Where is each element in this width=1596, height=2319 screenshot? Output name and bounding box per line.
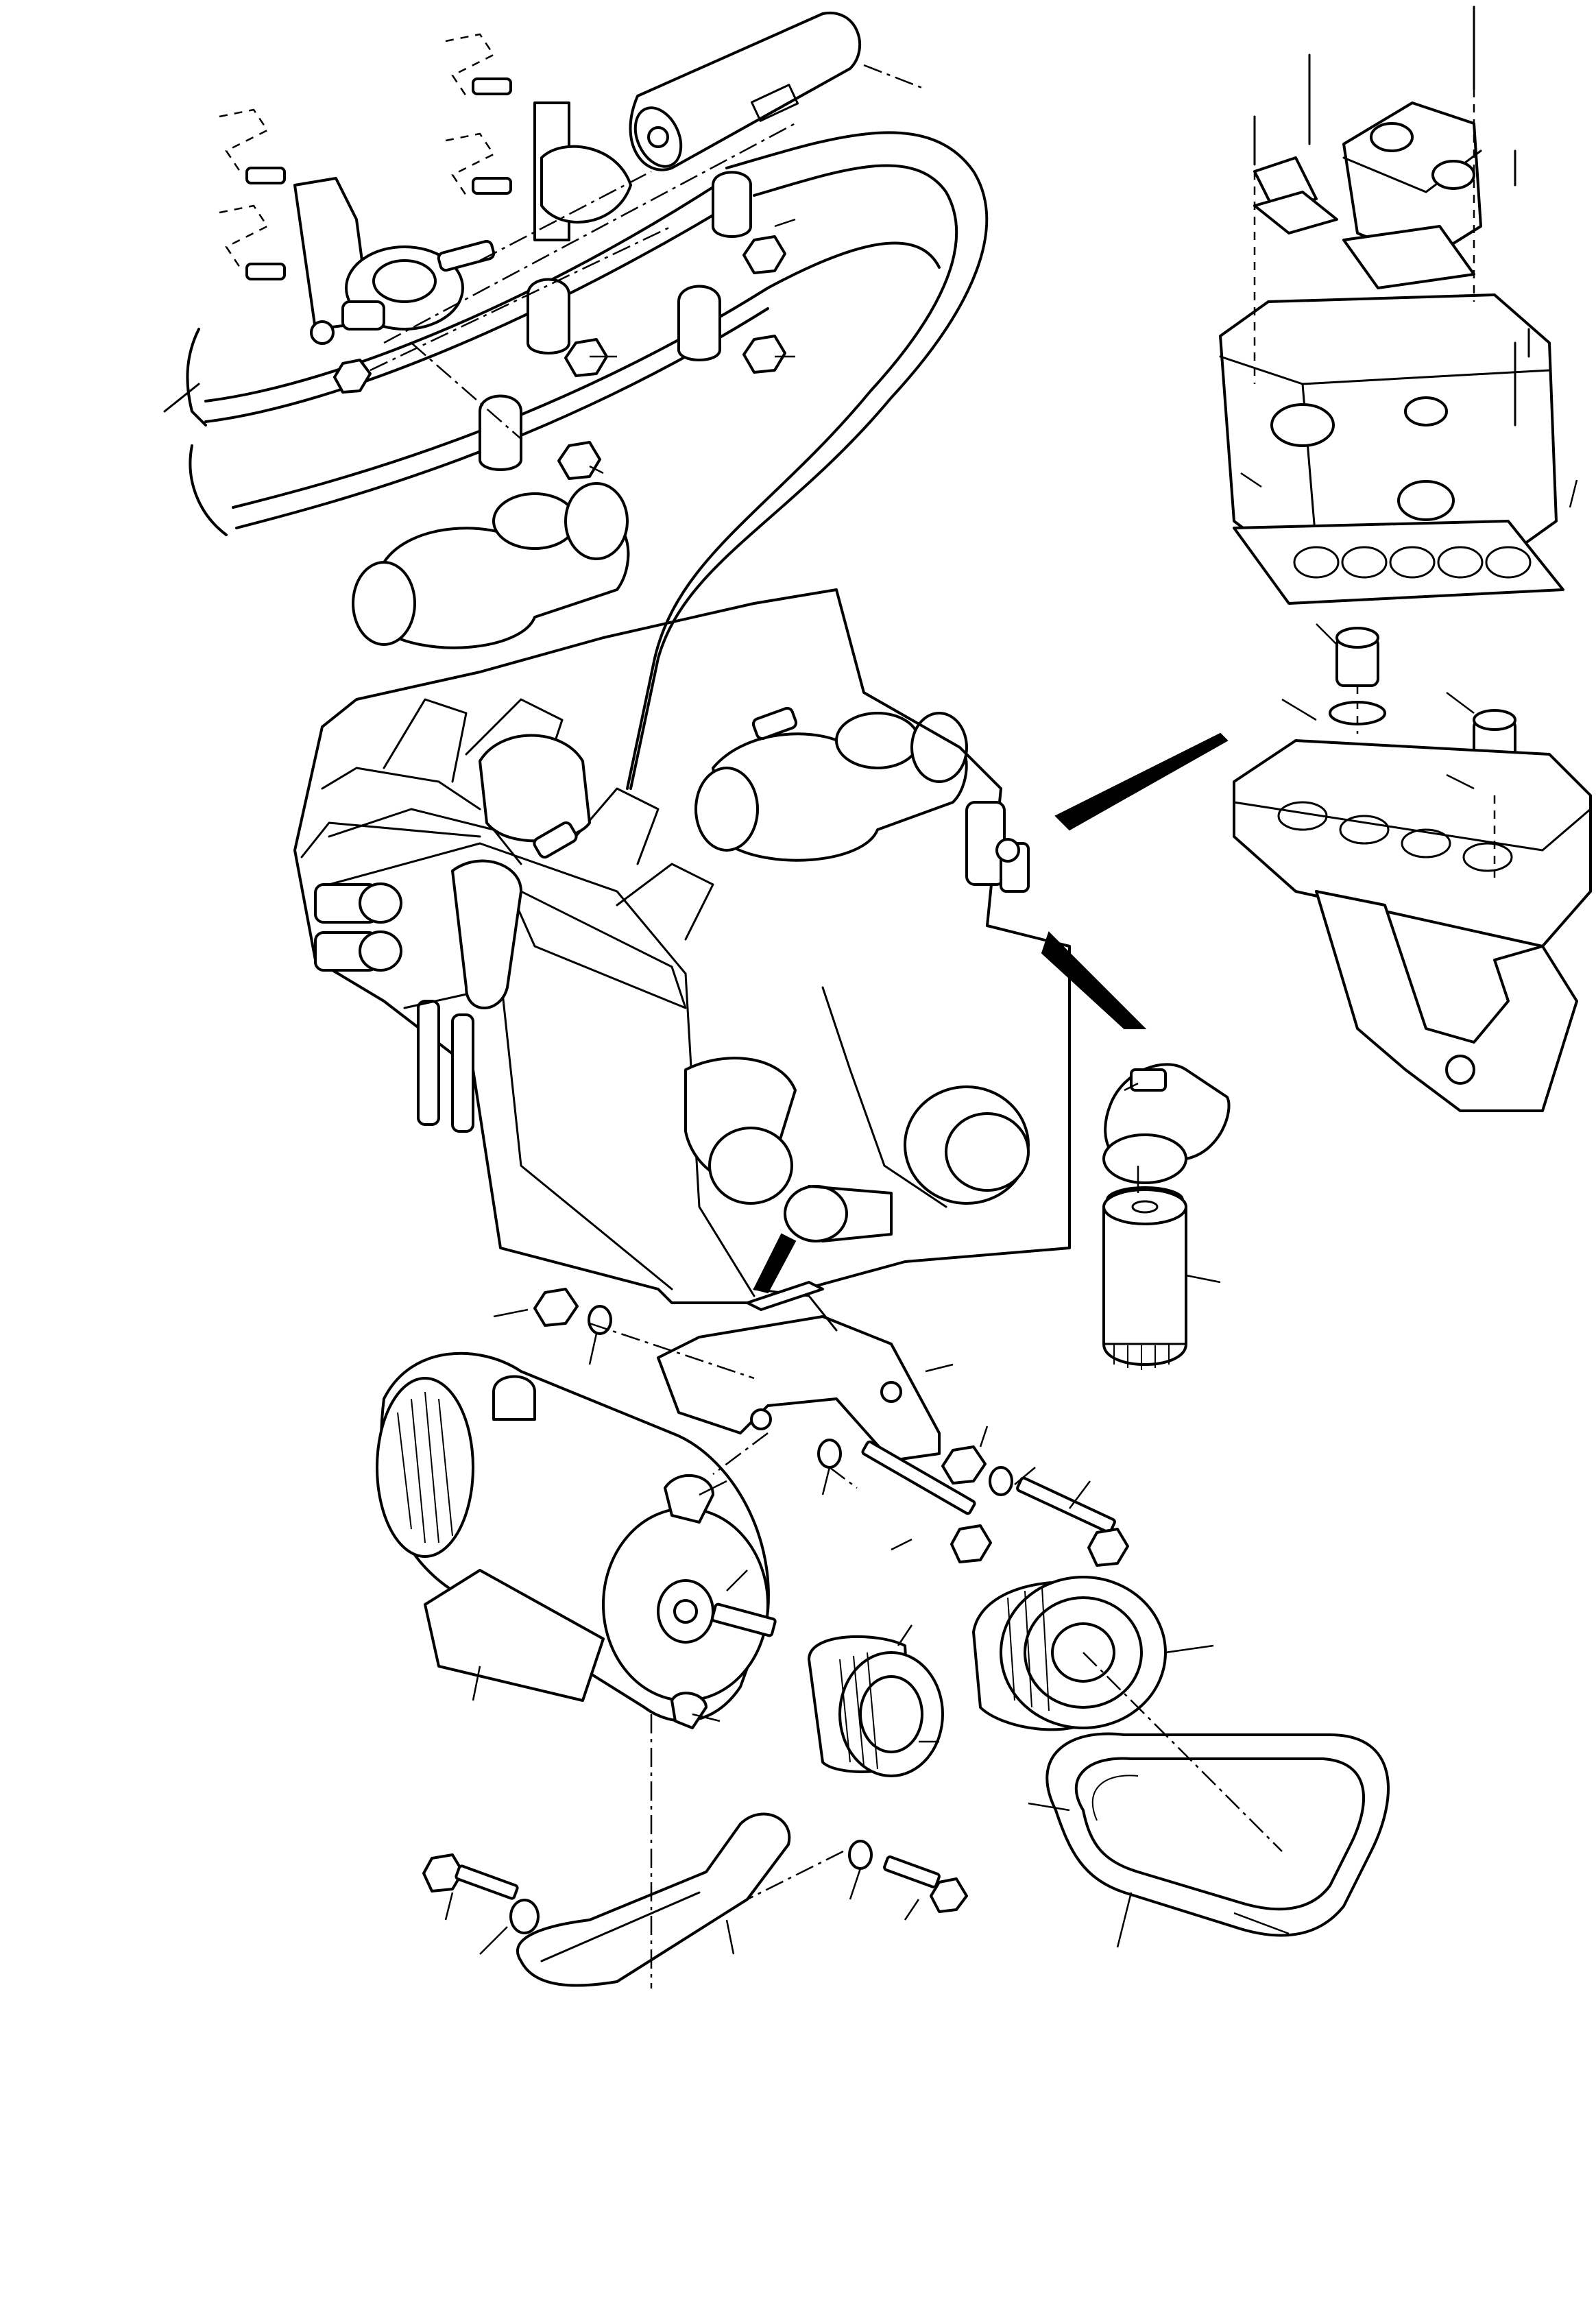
engine-block [295, 483, 1069, 1303]
stud-bolt [247, 264, 285, 279]
hex-nut [535, 1289, 577, 1325]
adjusting-strap [518, 1814, 789, 1986]
bolt [884, 1856, 940, 1888]
hose-clamp [542, 147, 631, 222]
hose-clamp-group [335, 147, 785, 479]
stud-bolt [473, 178, 511, 193]
hex-nut [943, 1447, 985, 1483]
hose-clamp [679, 287, 720, 361]
alternator-bracket [658, 1282, 939, 1461]
oil-filter-assembly [1104, 1064, 1229, 1370]
alternator-pulley [809, 1637, 943, 1776]
turbocharger [353, 483, 628, 648]
fuel-pump [311, 240, 495, 344]
centreline-group-lower [590, 1323, 1282, 1988]
callout-leader-lines [446, 219, 1577, 1954]
detail-pointer-arrows [754, 734, 1227, 1293]
stud-bolt [247, 168, 285, 183]
washer [990, 1467, 1012, 1495]
hex-nut [566, 339, 607, 376]
drive-belt [1047, 1733, 1388, 1935]
hex-nut [335, 360, 370, 392]
oil-pressure-sender [967, 802, 1028, 891]
centreline-group-top [370, 65, 926, 439]
hex-nut [559, 442, 600, 479]
hose-clamp [528, 280, 569, 354]
stud-bolt-group [219, 34, 511, 279]
bolt-head [424, 1855, 463, 1891]
washer [849, 1841, 871, 1869]
hose-clamp [480, 396, 521, 470]
fuel-filter-canister [627, 13, 860, 174]
washer [511, 1900, 538, 1933]
pointer-arrow [1056, 734, 1227, 830]
bolt [455, 1865, 518, 1899]
thermostat-housing-assembly [1220, 7, 1591, 1111]
washer [589, 1306, 611, 1334]
pointer-arrow [754, 1234, 795, 1293]
hex-nut [744, 336, 785, 372]
hose-line-group [165, 132, 987, 789]
alternator [377, 1354, 776, 1728]
side-filter [315, 884, 401, 970]
thermostat [1330, 628, 1385, 724]
pointer-arrow [1042, 933, 1145, 1029]
fastener-group-lower [424, 1289, 1128, 1933]
bolt-head [931, 1879, 967, 1912]
bolt [862, 1441, 976, 1514]
stud-bolt [473, 79, 511, 94]
bolt [1017, 1477, 1115, 1533]
turbocharger [696, 713, 967, 861]
bolt-head [1089, 1529, 1128, 1565]
bolt-head [952, 1526, 991, 1562]
hose-clamp [713, 172, 751, 237]
washer [819, 1440, 841, 1467]
voltage-regulator [425, 1570, 603, 1701]
hex-nut [744, 237, 785, 273]
